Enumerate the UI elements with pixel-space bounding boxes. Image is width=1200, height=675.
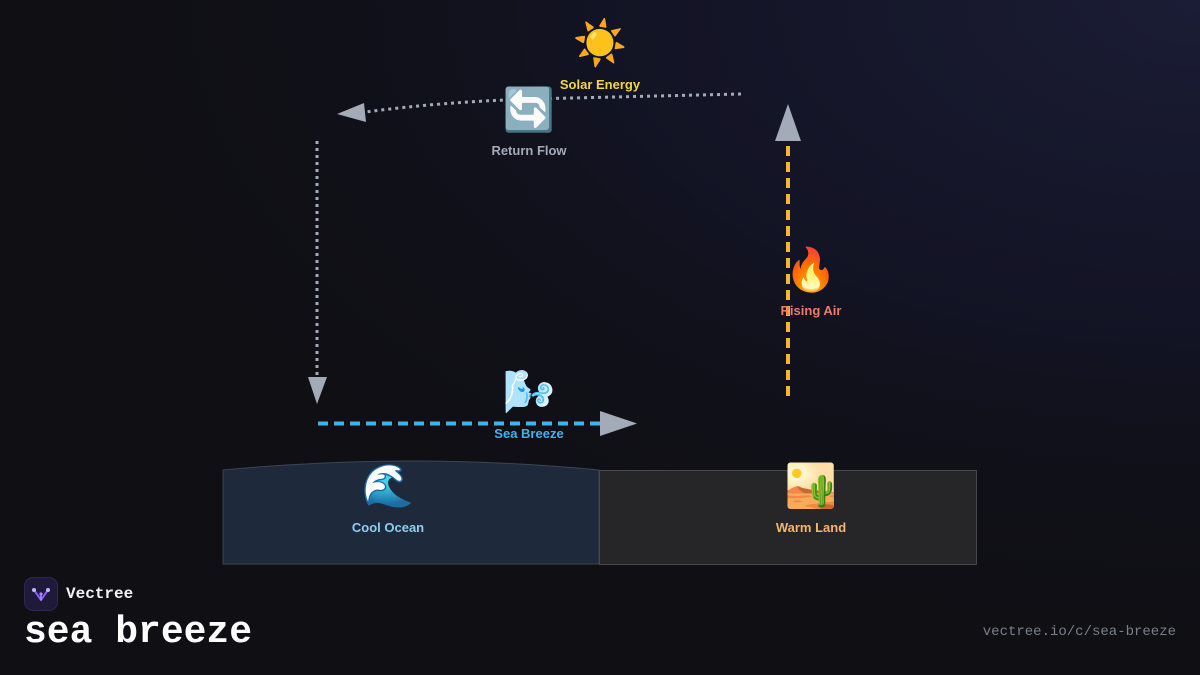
wind-face-icon: 🌬️ (503, 367, 555, 416)
ocean-block (222, 460, 600, 565)
sun-icon: ☀️ (573, 16, 628, 69)
brand-name: Vectree (66, 585, 134, 603)
sea-breeze-arrowhead (600, 411, 637, 436)
land-block (599, 470, 977, 565)
source-url: vectree.io/c/sea-breeze (982, 624, 1176, 640)
page-title: sea breeze (24, 611, 253, 654)
return-flow-label: Return Flow (491, 143, 567, 158)
warm-land-node: 🏜️ Warm Land (776, 461, 846, 535)
warm-land-label: Warm Land (776, 520, 846, 535)
fire-icon: 🔥 (785, 245, 837, 294)
vectree-logo-icon (24, 577, 58, 611)
sea-breeze-label: Sea Breeze (494, 426, 563, 441)
brand-header: Vectree (24, 577, 133, 611)
sea-breeze-node: 🌬️ Sea Breeze (494, 367, 563, 441)
desert-icon: 🏜️ (785, 461, 837, 510)
sinking-air-arrowhead (308, 377, 327, 404)
rising-air-node: 🔥 Rising Air (781, 245, 842, 318)
solar-energy-label: Solar Energy (560, 77, 641, 92)
cool-ocean-node: 🌊 Cool Ocean (352, 461, 424, 535)
cool-ocean-label: Cool Ocean (352, 520, 424, 535)
return-flow-node: 🔄 Return Flow (491, 85, 567, 158)
rising-air-arrowhead (775, 104, 801, 141)
rising-air-label: Rising Air (781, 303, 842, 318)
counterclockwise-arrows-icon: 🔄 (503, 85, 555, 134)
return-flow-arrowhead (337, 103, 366, 122)
solar-energy-node: ☀️ Solar Energy (560, 16, 641, 92)
water-wave-icon: 🌊 (362, 461, 414, 510)
vectree-logo-mark (32, 588, 50, 601)
